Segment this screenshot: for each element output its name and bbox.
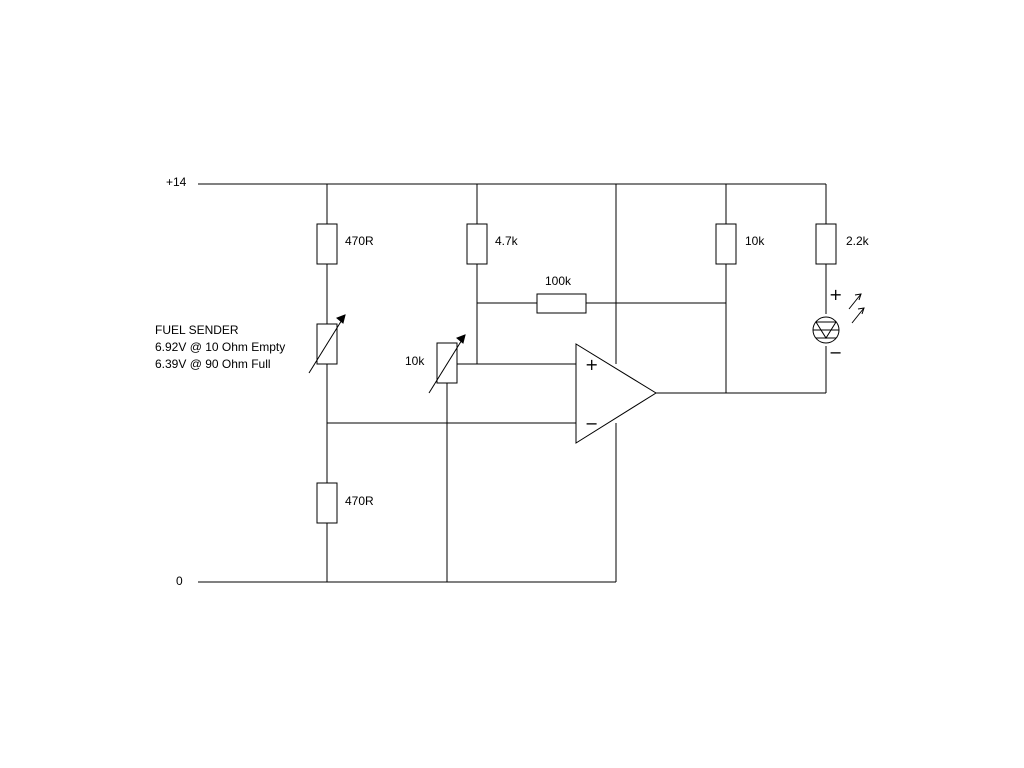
opamp-triangle	[575, 343, 657, 444]
resistor-2-2k	[815, 223, 837, 265]
resistor-470r-bottom-label: 470R	[345, 494, 374, 508]
ground-rail-label: 0	[176, 574, 183, 588]
resistor-10k-output-label: 10k	[745, 234, 765, 248]
resistor-10k-output	[715, 223, 737, 265]
fuel-sender-empty-note: 6.92V @ 10 Ohm Empty	[155, 340, 285, 354]
trimmer-potentiometer	[428, 334, 466, 394]
resistor-100k	[536, 293, 587, 314]
resistor-470r-top-label: 470R	[345, 234, 374, 248]
fuel-sender-title: FUEL SENDER	[155, 323, 239, 337]
resistor-470r-bottom	[316, 482, 338, 524]
resistor-4-7k	[466, 223, 488, 265]
led-cathode-sign: −	[829, 343, 842, 362]
fuel-sender-full-note: 6.39V @ 90 Ohm Full	[155, 357, 271, 371]
trimmer-wires	[446, 184, 576, 582]
opamp-inverting-sign: −	[585, 414, 598, 433]
left-divider-wires	[326, 184, 576, 582]
resistor-2-2k-label: 2.2k	[846, 234, 870, 248]
opamp-noninverting-sign: +	[585, 355, 598, 374]
trimmer-label: 10k	[405, 354, 425, 368]
resistor-470r-top	[316, 223, 338, 265]
supply-rail-label: +14	[166, 175, 187, 189]
fuel-sender-variable-resistor	[308, 314, 346, 374]
resistor-4-7k-label: 4.7k	[495, 234, 519, 248]
output-wires	[656, 184, 827, 394]
led-icon	[812, 293, 865, 344]
led-anode-sign: +	[829, 285, 842, 304]
resistor-100k-label: 100k	[545, 274, 572, 288]
